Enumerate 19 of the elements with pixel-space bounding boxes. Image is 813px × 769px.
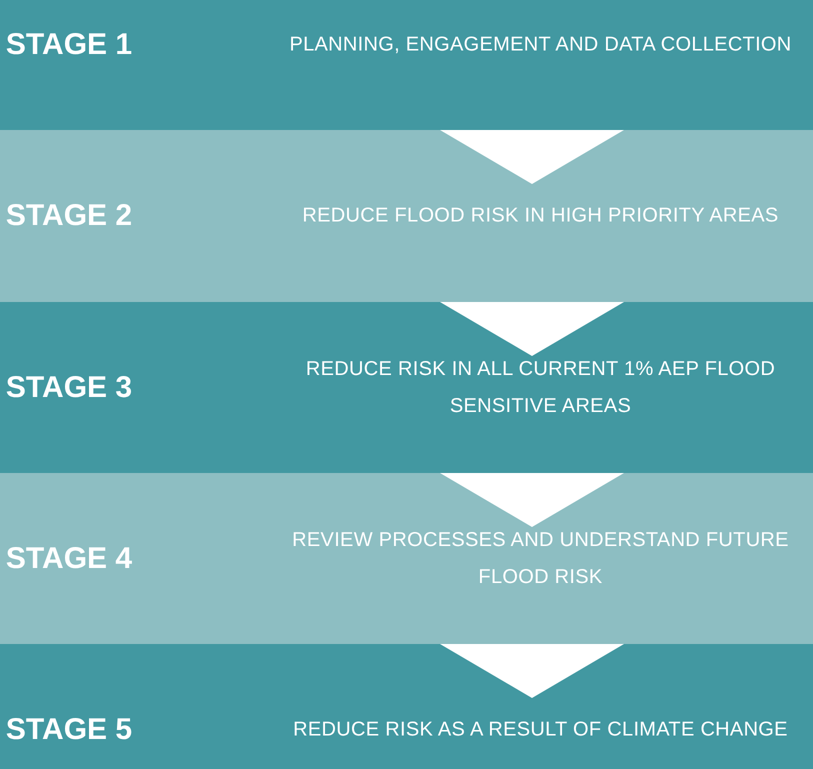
stage-label: STAGE 2 — [4, 198, 134, 234]
stage-band — [0, 0, 813, 130]
stage-description: REDUCE FLOOD RISK IN HIGH PRIORITY AREAS — [301, 204, 780, 228]
stage-label: STAGE 3 — [4, 370, 134, 406]
stage-description: PLANNING, ENGAGEMENT AND DATA COLLECTION — [288, 32, 793, 58]
stage-description: REDUCE RISK IN ALL CURRENT 1% AEP FLOOD SENSITIVE AREAS — [304, 356, 776, 418]
stage-band — [0, 302, 813, 473]
stage-description: REVIEW PROCESSES AND UNDERSTAND FUTURE FLOOD RISK — [291, 528, 790, 590]
chevron-arrow — [440, 302, 624, 356]
stage-label: STAGE 4 — [4, 540, 134, 576]
stage-band — [0, 130, 813, 302]
chevron-arrow — [440, 644, 624, 698]
stage-label: STAGE 1 — [4, 27, 134, 63]
chevron-arrow — [440, 473, 624, 527]
stage-description: REDUCE RISK AS A RESULT OF CLIMATE CHANGE — [292, 718, 789, 742]
stage-label: STAGE 5 — [4, 712, 134, 748]
stage-band — [0, 644, 813, 769]
chevron-arrow — [440, 130, 624, 184]
stage-band — [0, 473, 813, 644]
